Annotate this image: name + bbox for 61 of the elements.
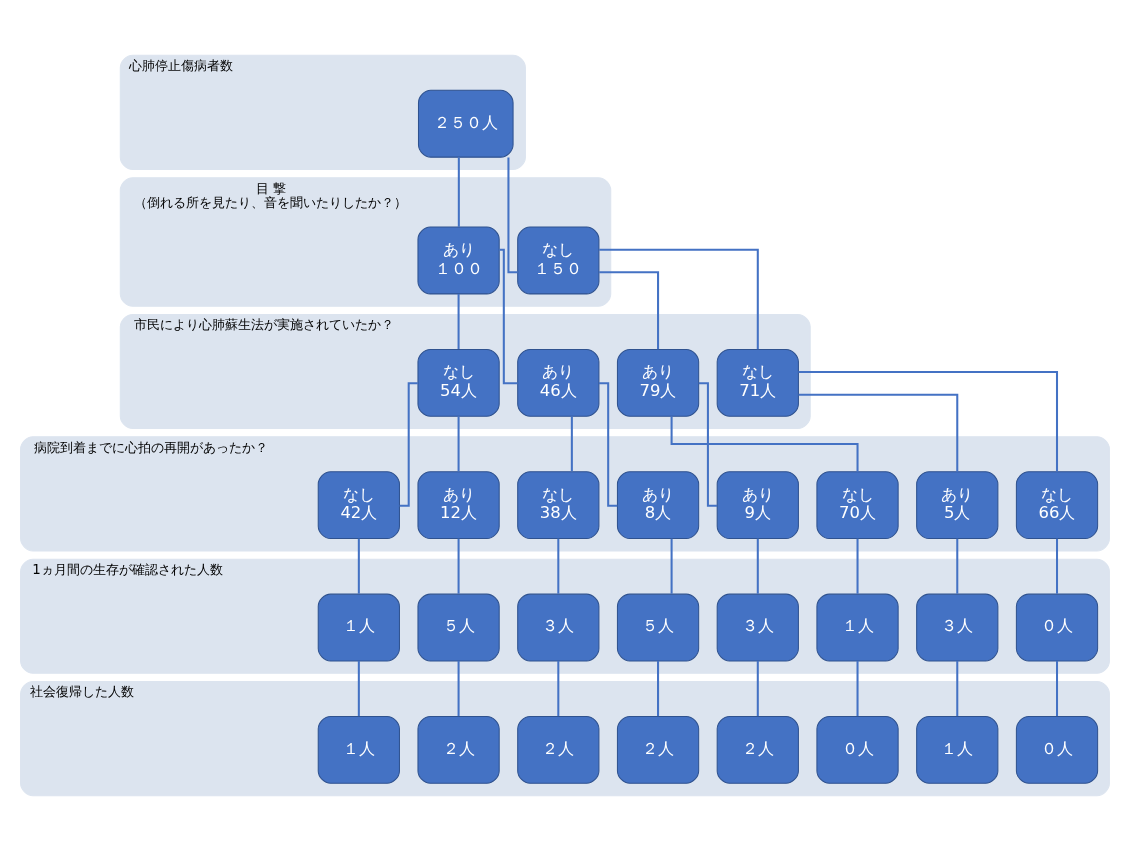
node-box: ３人: [517, 593, 600, 662]
node-box: １人: [317, 715, 400, 784]
connector: [698, 382, 718, 507]
node-box: ２人: [716, 715, 799, 784]
node-box: あり 9人: [716, 471, 799, 540]
node-box: あり 12人: [417, 471, 500, 540]
connector: [1056, 661, 1059, 717]
node-box: １人: [916, 715, 999, 784]
connector: [856, 661, 859, 717]
connector: [457, 157, 460, 227]
connector: [756, 538, 759, 594]
node-box: なし 38人: [517, 471, 600, 540]
node-box: なし 42人: [317, 471, 400, 540]
node-box: あり 5人: [916, 471, 999, 540]
connector: [599, 271, 660, 350]
connector: [798, 371, 1059, 472]
node-box: ３人: [916, 593, 999, 662]
connector: [457, 538, 460, 594]
node-box: ０人: [1015, 715, 1099, 784]
connector: [1056, 538, 1059, 594]
node-box: なし 66人: [1015, 471, 1099, 540]
node-box: ５人: [616, 593, 700, 662]
node-box: なし 54人: [417, 348, 500, 417]
node-box: なし １５０: [517, 226, 600, 295]
connector: [457, 293, 460, 349]
node-box: ２人: [517, 715, 600, 784]
connector: [956, 661, 959, 717]
connector: [457, 661, 460, 717]
connector: [956, 538, 959, 594]
node-box: ０人: [816, 715, 899, 784]
connector: [657, 661, 660, 717]
node-box: ２人: [616, 715, 700, 784]
node-box: １人: [317, 593, 400, 662]
connector: [798, 393, 959, 472]
connector: [856, 538, 859, 594]
connector: [557, 661, 560, 717]
node-box: なし 71人: [716, 348, 799, 417]
node-box: ２５０人: [417, 89, 514, 158]
connector: [570, 416, 573, 472]
node-box: あり １００: [417, 226, 500, 295]
node-box: １人: [816, 593, 899, 662]
node-box: あり 79人: [616, 348, 700, 417]
node-box: あり 8人: [616, 471, 700, 540]
node-box: ３人: [716, 593, 799, 662]
connector: [599, 248, 759, 350]
node-box: ２人: [417, 715, 500, 784]
connector: [399, 382, 418, 507]
node-box: あり 46人: [517, 348, 600, 417]
connector: [599, 382, 618, 507]
node-box: ０人: [1015, 593, 1099, 662]
connector: [670, 416, 859, 472]
connector: [756, 661, 759, 717]
connector: [357, 538, 360, 594]
node-box: ５人: [417, 593, 500, 662]
connector: [357, 661, 360, 717]
connector: [557, 538, 560, 594]
connector: [670, 538, 673, 594]
node-box: なし 70人: [816, 471, 899, 540]
connector: [507, 157, 518, 274]
connector: [457, 416, 460, 472]
connector: [499, 248, 518, 385]
